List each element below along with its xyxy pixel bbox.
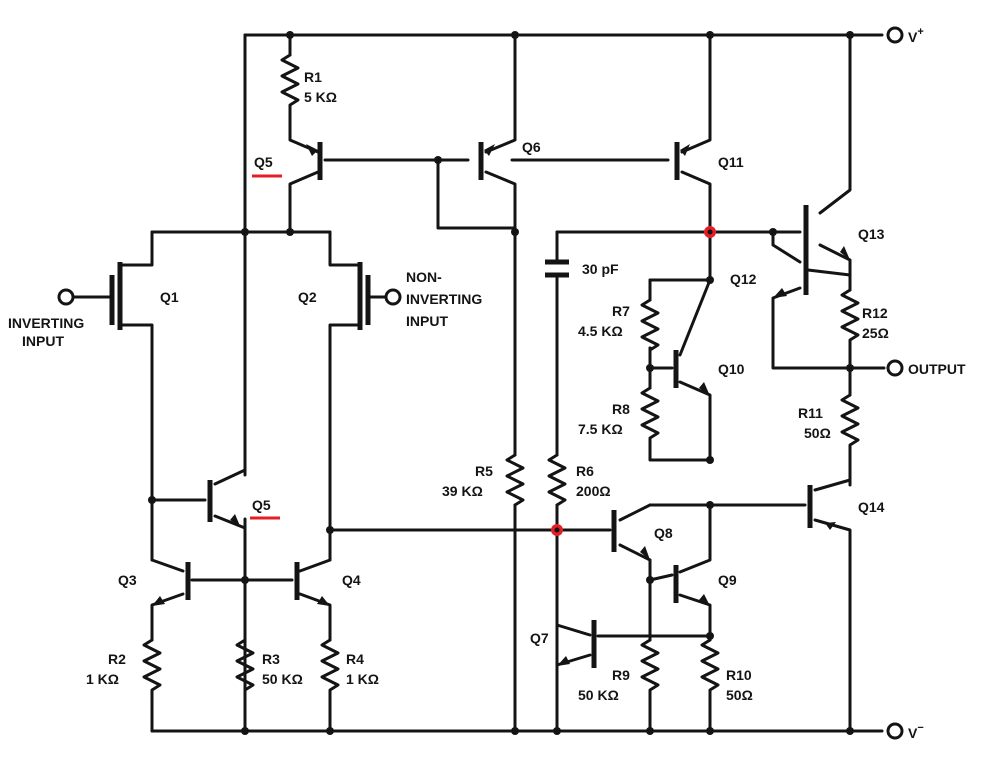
q2-label: Q2 <box>298 289 317 305</box>
vminus-label: V− <box>908 722 924 741</box>
q5-top-transistor <box>306 142 323 180</box>
q7-label: Q7 <box>530 630 549 646</box>
q4-transistor <box>294 562 330 606</box>
middle-stage-wiring <box>484 33 712 733</box>
noninverting-label-1: NON- <box>406 269 442 285</box>
noninverting-label-3: INPUT <box>406 313 448 329</box>
q6-label: Q6 <box>522 139 541 155</box>
r10-value: 50Ω <box>726 687 753 703</box>
noninverting-input-terminal <box>384 288 402 306</box>
q1-label: Q1 <box>160 289 179 305</box>
r5-name: R5 <box>475 463 493 479</box>
junction-dots <box>148 31 854 735</box>
r9-resistor <box>640 638 660 702</box>
r7-name: R7 <box>612 303 630 319</box>
inverting-label-1: INVERTING <box>8 315 84 331</box>
r4-value: 1 KΩ <box>346 671 379 687</box>
q13-label: Q13 <box>858 226 885 242</box>
r1-resistor <box>280 53 300 117</box>
q10-transistor <box>673 350 710 396</box>
r1-name: R1 <box>304 69 322 85</box>
r10-name: R10 <box>726 667 752 683</box>
inverting-label-2: INPUT <box>22 333 64 349</box>
r3-name: R3 <box>262 651 280 667</box>
r11-name: R11 <box>798 405 823 421</box>
r9-value: 50 KΩ <box>578 687 619 703</box>
r5-resistor <box>505 453 525 507</box>
q2-transistor <box>357 262 371 330</box>
r8-resistor <box>640 386 660 442</box>
q6-transistor <box>478 142 495 180</box>
q12-label: Q12 <box>730 271 757 287</box>
output-terminal <box>886 359 904 377</box>
q10-label: Q10 <box>718 361 745 377</box>
r12-value: 25Ω <box>862 325 889 341</box>
r1-value: 5 KΩ <box>304 89 337 105</box>
r2-resistor <box>142 638 162 702</box>
q8-label: Q8 <box>654 525 673 541</box>
q5-top-label: Q5 <box>254 154 273 170</box>
r2-name: R2 <box>108 651 126 667</box>
q14-transistor <box>807 485 836 530</box>
q3-label: Q3 <box>118 572 137 588</box>
r9-name: R9 <box>612 667 630 683</box>
vplus-terminal <box>886 26 904 44</box>
r3-resistor <box>235 638 255 702</box>
r6-resistor <box>547 453 567 507</box>
q11-transistor <box>674 142 690 180</box>
inverting-input-terminal <box>57 288 75 306</box>
r12-resistor <box>840 288 860 352</box>
vplus-label: V+ <box>908 26 924 45</box>
power-rails <box>150 33 884 733</box>
r11-value: 50Ω <box>804 425 831 441</box>
q1-transistor <box>109 262 123 330</box>
output-label: OUTPUT <box>908 361 966 377</box>
r8-value: 7.5 KΩ <box>578 421 623 437</box>
r2-value: 1 KΩ <box>86 671 119 687</box>
r7-value: 4.5 KΩ <box>578 323 623 339</box>
r10-resistor <box>700 638 720 702</box>
r6-value: 200Ω <box>576 483 611 499</box>
q9-transistor <box>673 565 710 606</box>
r7-resistor <box>640 298 660 352</box>
capacitor-value: 30 pF <box>582 261 619 277</box>
q5-bottom-transistor <box>207 480 240 526</box>
r6-name: R6 <box>576 463 594 479</box>
q7-transistor <box>557 620 597 668</box>
input-stage-wiring <box>72 33 670 733</box>
q8-transistor <box>611 510 650 560</box>
q14-label: Q14 <box>858 499 885 515</box>
r3-value: 50 KΩ <box>262 671 303 687</box>
q12-transistor <box>773 255 809 298</box>
capacitor-30pf <box>545 259 569 278</box>
q13-transistor <box>803 205 850 260</box>
q5-bottom-label: Q5 <box>252 497 271 513</box>
r4-resistor <box>320 638 340 702</box>
r8-name: R8 <box>612 401 630 417</box>
r12-name: R12 <box>862 305 888 321</box>
q11-label: Q11 <box>718 154 744 170</box>
r4-name: R4 <box>346 651 364 667</box>
r11-resistor <box>840 393 860 452</box>
vminus-terminal <box>886 722 904 740</box>
q4-label: Q4 <box>342 572 361 588</box>
q3-transistor <box>152 562 191 606</box>
q9-label: Q9 <box>718 572 737 588</box>
output-stage-wiring <box>708 33 886 733</box>
highlighted-nodes <box>551 226 716 536</box>
r5-value: 39 KΩ <box>442 483 483 499</box>
noninverting-label-2: INVERTING <box>406 291 482 307</box>
